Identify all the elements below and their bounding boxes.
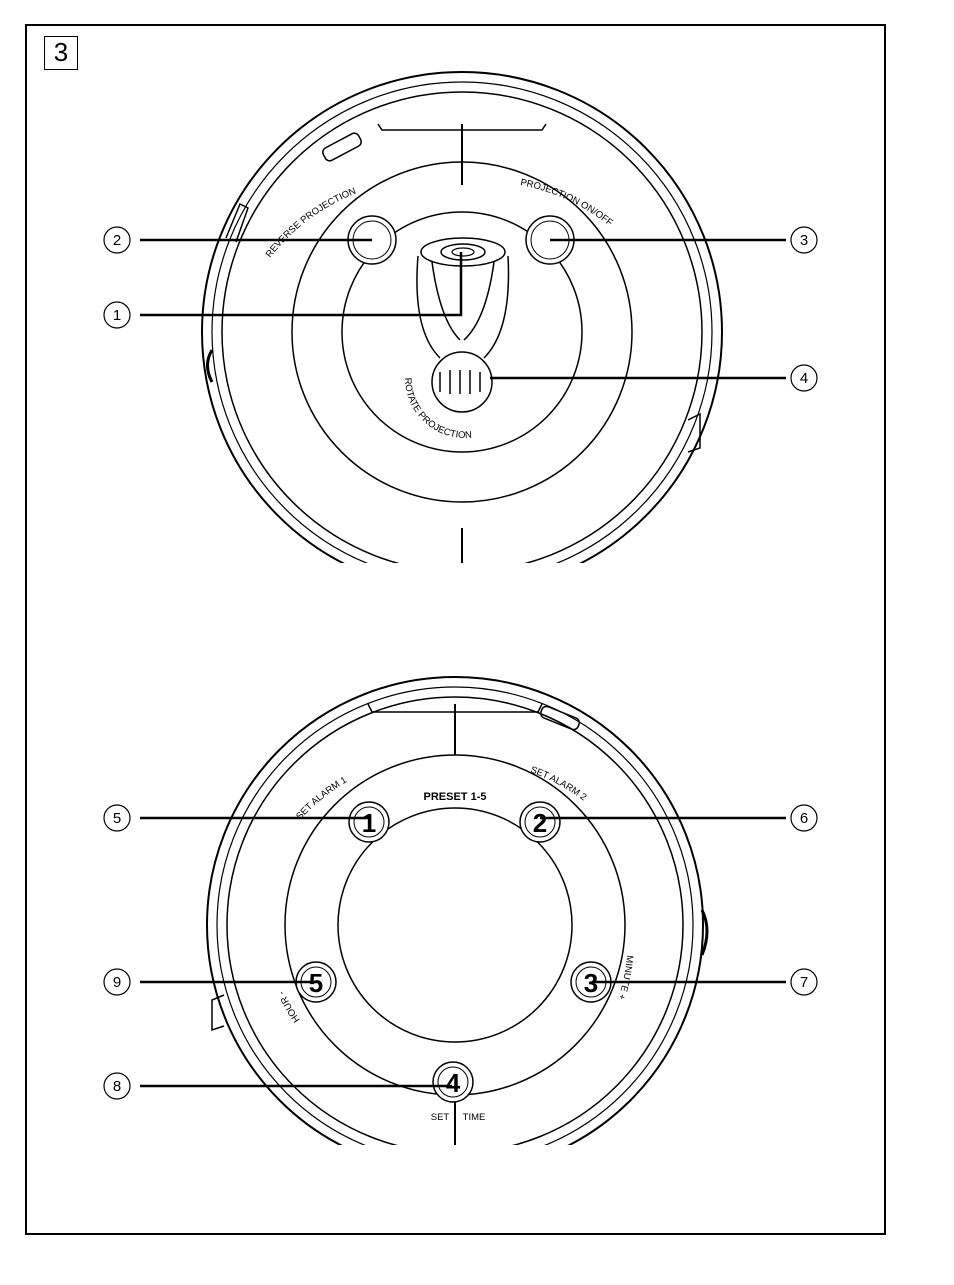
top-right-switch [687, 412, 701, 453]
top-center-dome [341, 211, 583, 453]
set-label: SET [431, 1112, 450, 1123]
preset-4-button[interactable] [432, 1061, 474, 1103]
callout-9: 9 [103, 968, 131, 996]
callout-5: 5 [103, 804, 131, 832]
callout-5-number: 5 [113, 810, 121, 827]
top-unit [201, 71, 723, 563]
projector-lens [420, 237, 506, 267]
callout-4-number: 4 [800, 370, 808, 387]
top-left-wheel [206, 349, 214, 383]
callout-7-number: 7 [800, 974, 808, 991]
leader-1 [140, 252, 463, 317]
callout-6: 6 [790, 804, 818, 832]
callout-7: 7 [790, 968, 818, 996]
callout-9-number: 9 [113, 974, 121, 991]
preset-4-number: 4 [446, 1068, 461, 1098]
bottom-unit [206, 676, 709, 1145]
callout-6-number: 6 [800, 810, 808, 827]
svg-text:HOUR -: HOUR - [276, 989, 302, 1024]
callout-4: 4 [790, 364, 818, 392]
preset-1-button[interactable] [348, 801, 390, 843]
bottom-outer-rim [216, 686, 694, 1145]
callout-3-number: 3 [800, 232, 808, 249]
callout-8-number: 8 [113, 1078, 121, 1095]
figure-frame [25, 24, 886, 1235]
top-control-ring [291, 161, 633, 503]
preset-label: PRESET 1-5 [424, 791, 487, 803]
callout-1-number: 1 [113, 307, 121, 324]
callout-8: 8 [103, 1072, 131, 1100]
projection-on-off-label: PROJECTION ON/OFF [519, 177, 615, 229]
preset-2-number: 2 [533, 808, 547, 838]
bottom-outer-shell [206, 676, 704, 1145]
svg-text:REVERSE PROJECTION: REVERSE PROJECTION [264, 186, 358, 260]
callout-2-number: 2 [113, 232, 121, 249]
top-left-slider [322, 132, 362, 162]
bottom-inner-rim [226, 696, 684, 1145]
top-left-tab [225, 202, 249, 243]
leader-lines [140, 238, 786, 1088]
bottom-center-panel [337, 807, 573, 1043]
time-label: TIME [463, 1112, 486, 1123]
set-alarm-2-label: SET ALARM 2 [529, 764, 589, 803]
rotate-projection-knob[interactable] [431, 351, 493, 413]
bottom-right-wheel [700, 909, 709, 956]
preset-1-number: 1 [362, 808, 376, 838]
top-outer-shell [201, 71, 723, 563]
reverse-projection-label: REVERSE PROJECTION [264, 186, 358, 260]
svg-text:SET ALARM 2: SET ALARM 2 [529, 764, 589, 803]
callout-3: 3 [790, 226, 818, 254]
svg-text:MINUTE +: MINUTE + [615, 955, 635, 1002]
figure-number: 3 [44, 36, 78, 70]
projector-arm [416, 255, 510, 359]
top-inner-rim [221, 91, 703, 563]
callout-2: 2 [103, 226, 131, 254]
bottom-left-switch [211, 994, 225, 1032]
callout-1: 1 [103, 301, 131, 329]
preset-3-number: 3 [584, 968, 598, 998]
minute-label: MINUTE + [615, 955, 635, 1002]
svg-text:PROJECTION ON/OFF: PROJECTION ON/OFF [519, 177, 615, 229]
hour-label: HOUR - [276, 989, 302, 1024]
top-outer-rim [211, 81, 713, 563]
bottom-right-slider [539, 705, 581, 731]
bottom-control-ring [284, 754, 626, 1096]
preset-2-button[interactable] [519, 801, 561, 843]
